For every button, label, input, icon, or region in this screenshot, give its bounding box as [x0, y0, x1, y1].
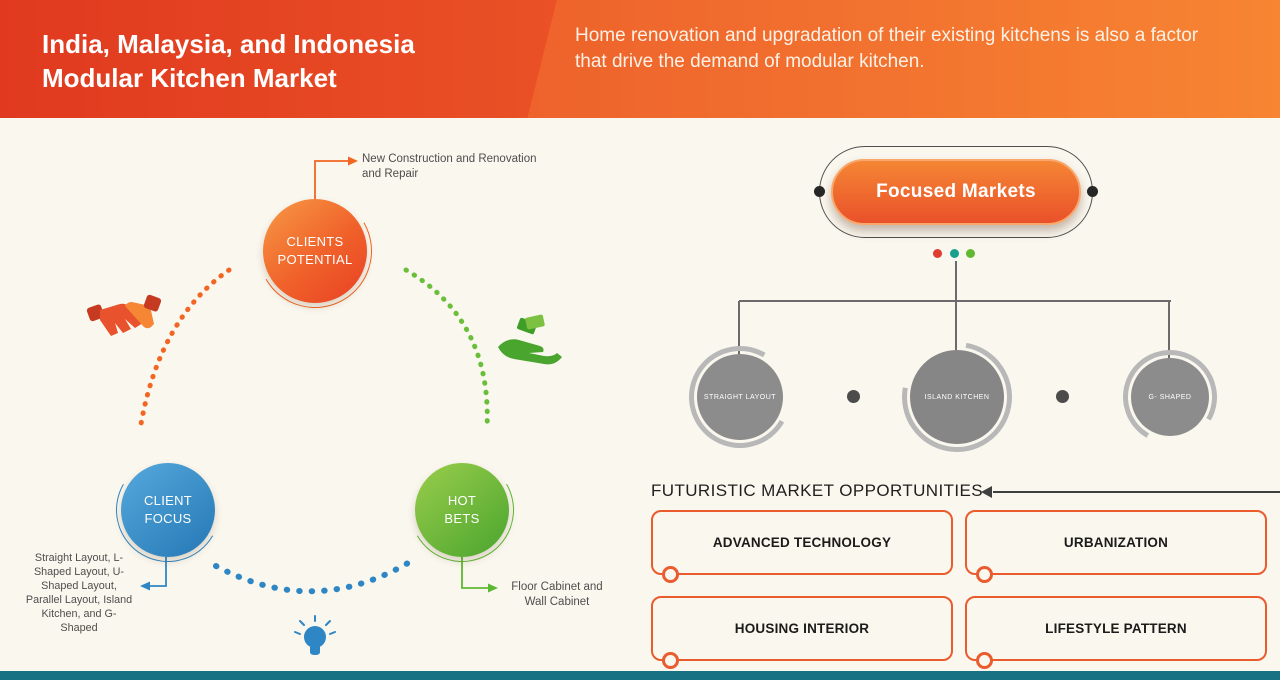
card-corner-dot	[976, 566, 993, 583]
opportunity-label: HOUSING INTERIOR	[734, 621, 870, 636]
footer-bar	[0, 671, 1280, 680]
hot-bets-node: HOT BETS	[415, 463, 509, 557]
header-banner: India, Malaysia, and Indonesia Modular K…	[0, 0, 1280, 118]
tree-branch-left	[738, 301, 740, 355]
straight-layout-label: STRAIGHT LAYOUT	[703, 393, 777, 401]
clients-potential-label: CLIENTS POTENTIAL	[277, 234, 353, 267]
client-focus-note: Straight Layout, L-Shaped Layout, U-Shap…	[25, 552, 133, 635]
client-focus-label: CLIENT FOCUS	[143, 493, 193, 526]
green-dotted-arc	[403, 267, 490, 431]
opportunity-card-urbanization: URBANIZATION	[965, 510, 1267, 583]
clients-potential-node: CLIENTS POTENTIAL	[263, 199, 367, 303]
hot-bets-label: HOT BETS	[444, 493, 480, 526]
tree-branch-middle	[955, 301, 957, 351]
client-focus-node: CLIENT FOCUS	[121, 463, 215, 557]
clients-potential-note: New Construction and Renovation and Repa…	[362, 153, 537, 181]
opportunity-card-housing-interior: HOUSING INTERIOR	[651, 596, 953, 669]
opportunities-arrow-icon	[981, 486, 992, 498]
hot-bets-connector	[461, 557, 498, 593]
opportunity-card-lifestyle-pattern: LIFESTYLE PATTERN	[965, 596, 1267, 669]
outline-left-dot	[814, 186, 825, 197]
money-hand-icon	[498, 314, 562, 365]
opportunity-label: URBANIZATION	[1063, 535, 1169, 550]
outline-right-dot	[1087, 186, 1098, 197]
tree-branch-right	[1168, 301, 1170, 359]
signal-dot-red	[933, 249, 942, 258]
hot-bets-note: Floor Cabinet and Wall Cabinet	[511, 581, 603, 608]
signal-dot-teal	[950, 249, 959, 258]
tree-stem-line	[955, 261, 957, 301]
island-kitchen-label: ISLAND KITCHEN	[924, 393, 990, 401]
clients-potential-connector	[314, 156, 358, 199]
opportunities-title: FUTURISTIC MARKET OPPORTUNITIES	[651, 481, 983, 500]
market-node-g-shaped: G- SHAPED	[1131, 358, 1209, 436]
bulb-icon	[294, 615, 336, 655]
client-focus-connector	[140, 557, 167, 591]
market-node-island-kitchen: ISLAND KITCHEN	[910, 350, 1004, 444]
card-corner-dot	[662, 566, 679, 583]
header-diagonal-accent	[527, 0, 1280, 118]
card-corner-dot	[976, 652, 993, 669]
blue-dotted-arc	[213, 560, 411, 595]
focused-markets-pill: Focused Markets	[831, 159, 1081, 225]
opportunity-card-advanced-technology: ADVANCED TECHNOLOGY	[651, 510, 953, 583]
ecosystem-decorations	[86, 156, 562, 655]
page-title: India, Malaysia, and Indonesia Modular K…	[42, 29, 415, 93]
opportunity-label: LIFESTYLE PATTERN	[1045, 621, 1187, 636]
market-node-straight-layout: STRAIGHT LAYOUT	[697, 354, 783, 440]
g-shaped-label: G- SHAPED	[1148, 393, 1192, 401]
separator-dot-2	[1056, 390, 1069, 403]
opportunities-arrow-line	[993, 491, 1280, 493]
orange-dotted-arc	[138, 267, 232, 427]
handshake-icon	[86, 294, 162, 336]
opportunity-label: ADVANCED TECHNOLOGY	[712, 535, 892, 550]
separator-dot-1	[847, 390, 860, 403]
signal-dot-green	[966, 249, 975, 258]
focused-markets-title: Focused Markets	[876, 181, 1036, 202]
card-corner-dot	[662, 652, 679, 669]
page-subtitle: Home renovation and upgradation of their…	[575, 25, 1199, 72]
